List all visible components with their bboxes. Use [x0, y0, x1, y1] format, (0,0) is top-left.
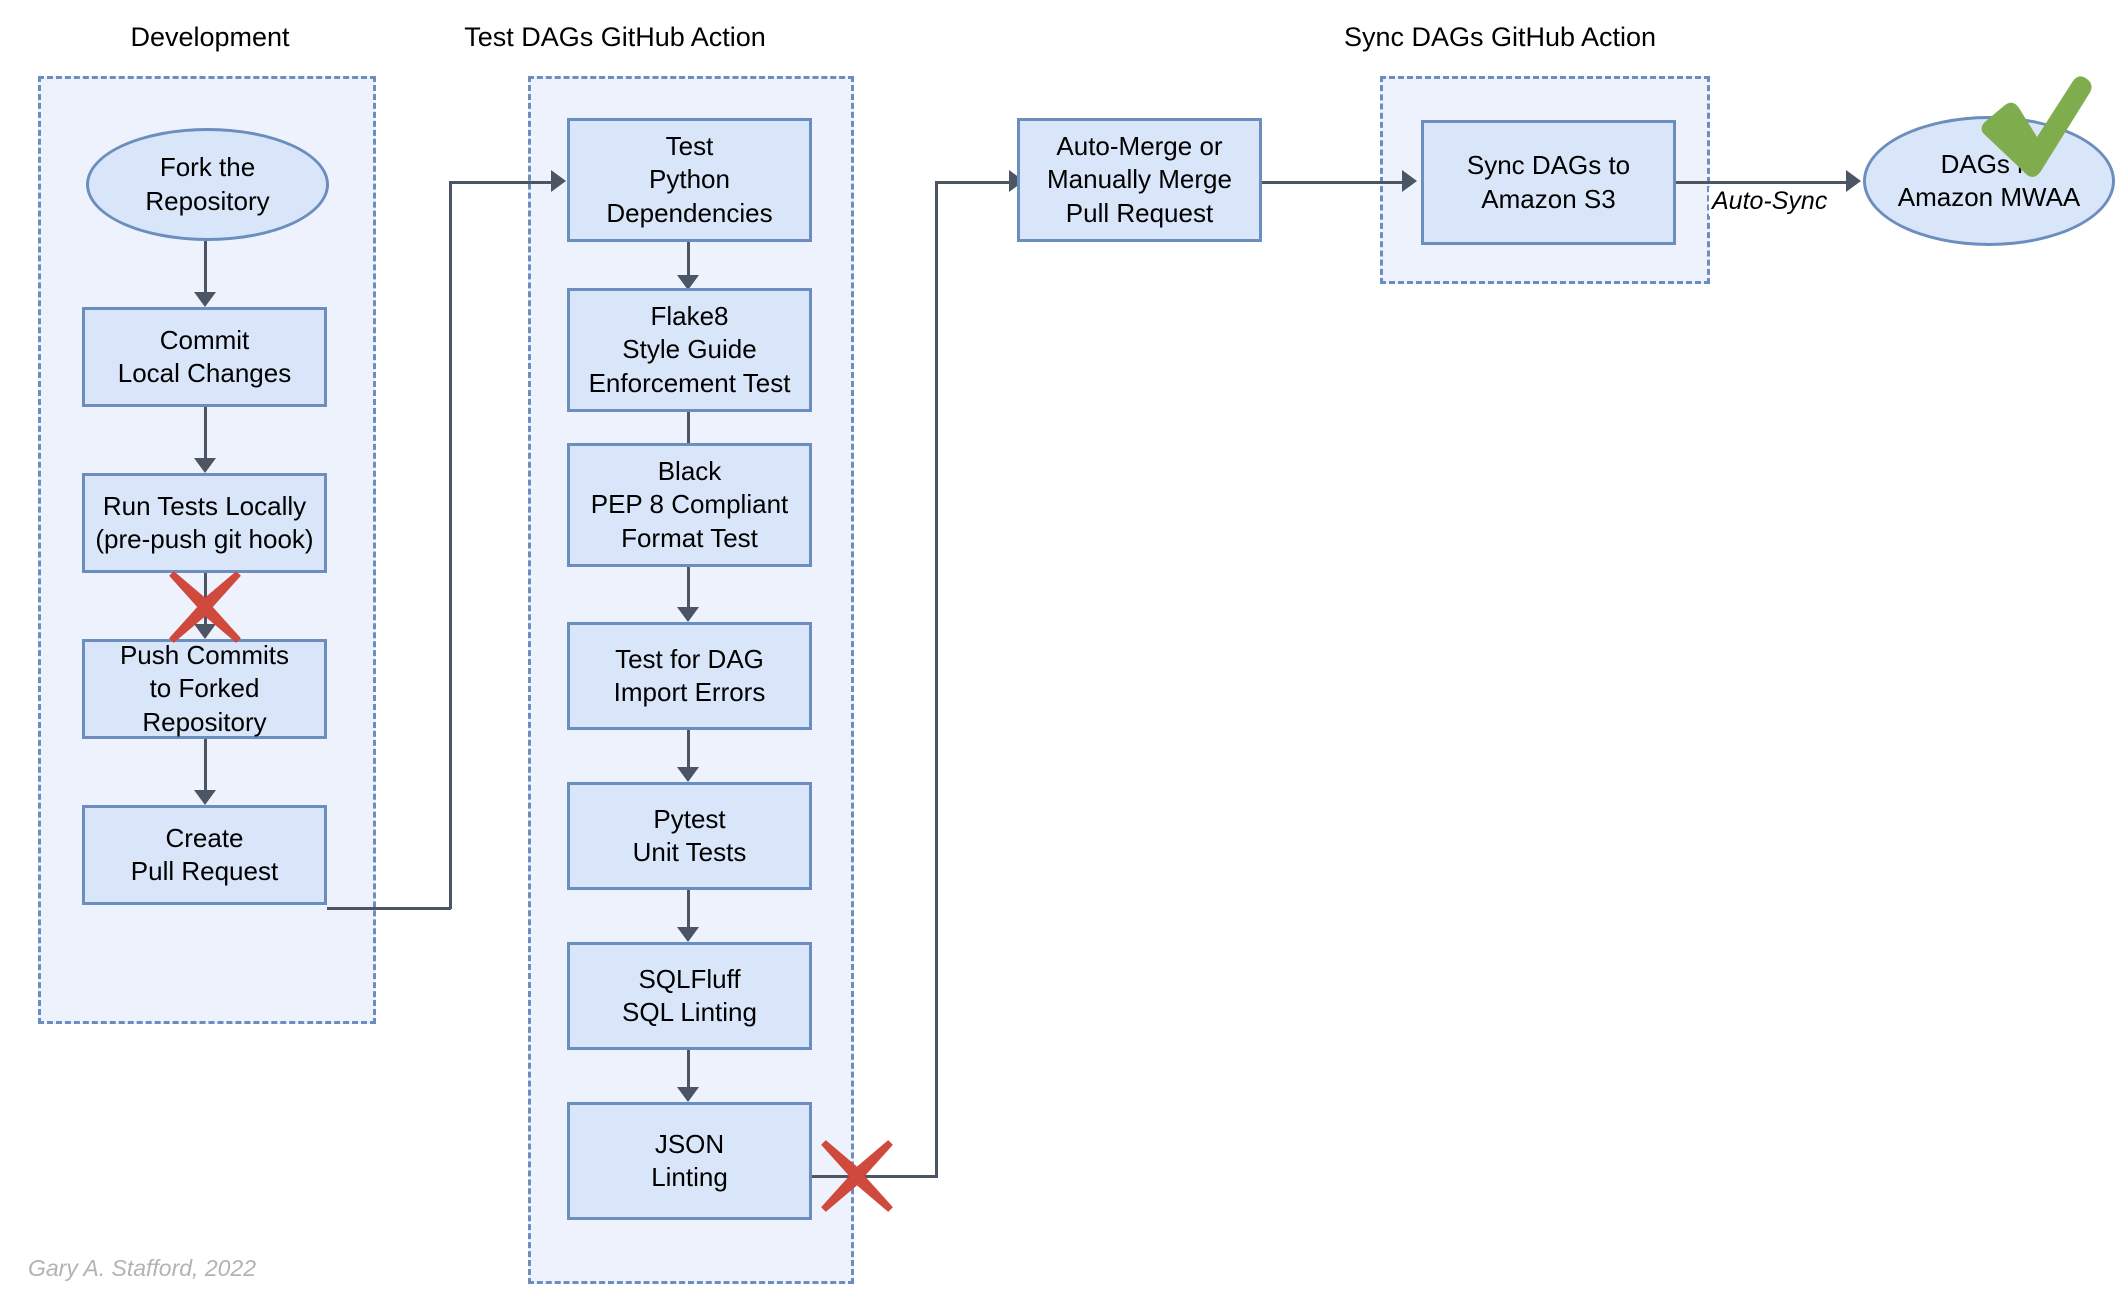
node-pytest-unit-tests[interactable]: Pytest Unit Tests: [567, 782, 812, 890]
arrow-push-to-createpr: [194, 790, 216, 805]
node-fork-repository-label: Fork the Repository: [145, 152, 270, 216]
check-mark-icon-mwaa: [1975, 75, 2093, 185]
edge-createpr-up-v: [449, 181, 452, 909]
node-test-dag-import-errors[interactable]: Test for DAG Import Errors: [567, 622, 812, 730]
node-test-python-dependencies[interactable]: Test Python Dependencies: [567, 118, 812, 242]
edge-json-into-merge-h: [935, 181, 1017, 184]
edge-createpr-out-h: [327, 907, 451, 910]
swimlane-title-test-dags: Test DAGs GitHub Action: [464, 22, 766, 52]
edge-sync-to-mwaa-h: [1676, 181, 1854, 184]
edge-push-to-createpr: [204, 739, 207, 801]
node-sqlfluff-sql-linting-label: SQLFluff SQL Linting: [622, 963, 757, 1027]
edge-label-auto-sync: Auto-Sync: [1709, 187, 1831, 216]
node-pytest-unit-tests-label: Pytest Unit Tests: [632, 803, 747, 867]
x-mark-icon-local-tests: [166, 568, 244, 646]
edge-flake8-to-black: [687, 412, 690, 454]
edge-json-up-v: [935, 181, 938, 1178]
credit-text: Gary A. Stafford, 2022: [28, 1255, 256, 1281]
arrow-commit-to-runtests: [194, 458, 216, 473]
node-run-tests-locally[interactable]: Run Tests Locally (pre-push git hook): [82, 473, 327, 573]
node-black-pep8[interactable]: Black PEP 8 Compliant Format Test: [567, 443, 812, 567]
arrow-fork-to-commit: [194, 292, 216, 307]
node-fork-repository[interactable]: Fork the Repository: [86, 128, 329, 241]
node-auto-merge-pull-request-label: Auto-Merge or Manually Merge Pull Reques…: [1047, 131, 1232, 228]
edge-black-to-dagimport: [687, 567, 690, 616]
edge-merge-to-sync-h: [1262, 181, 1410, 184]
node-push-commits[interactable]: Push Commits to Forked Repository: [82, 639, 327, 739]
arrow-sync-to-mwaa: [1846, 170, 1861, 192]
node-black-pep8-label: Black PEP 8 Compliant Format Test: [590, 456, 789, 553]
node-sync-dags-s3-label: Sync DAGs to Amazon S3: [1466, 150, 1631, 214]
edge-json-out-h: [812, 1175, 937, 1178]
edge-fork-to-commit: [204, 241, 207, 303]
node-commit-local-changes[interactable]: Commit Local Changes: [82, 307, 327, 407]
node-json-linting[interactable]: JSON Linting: [567, 1102, 812, 1220]
arrow-dagimport-to-pytest: [677, 767, 699, 782]
node-commit-local-changes-label: Commit Local Changes: [117, 324, 292, 388]
arrow-pytest-to-sqlfluff: [677, 927, 699, 942]
node-create-pull-request-label: Create Pull Request: [130, 822, 279, 886]
node-push-commits-label: Push Commits to Forked Repository: [119, 640, 290, 737]
arrow-deps-to-flake8: [677, 275, 699, 290]
x-mark-icon-json-linting: [818, 1137, 896, 1215]
node-flake8-style-guide-label: Flake8 Style Guide Enforcement Test: [588, 301, 791, 398]
edge-createpr-into-test-h: [449, 181, 559, 184]
edge-commit-to-runtests: [204, 407, 207, 469]
node-json-linting-label: JSON Linting: [651, 1128, 728, 1192]
edge-pytest-to-sqlfluff: [687, 890, 690, 936]
node-flake8-style-guide[interactable]: Flake8 Style Guide Enforcement Test: [567, 288, 812, 412]
edge-deps-to-flake8: [687, 242, 690, 284]
node-create-pull-request[interactable]: Create Pull Request: [82, 805, 327, 905]
arrow-black-to-dagimport: [677, 607, 699, 622]
arrow-createpr-to-test: [551, 170, 566, 192]
arrow-merge-to-sync: [1402, 170, 1417, 192]
arrow-runtests-to-push: [194, 624, 216, 639]
edge-dagimport-to-pytest: [687, 730, 690, 776]
node-run-tests-locally-label: Run Tests Locally (pre-push git hook): [95, 490, 314, 554]
node-sqlfluff-sql-linting[interactable]: SQLFluff SQL Linting: [567, 942, 812, 1050]
swimlane-title-sync-dags: Sync DAGs GitHub Action: [1343, 22, 1657, 52]
node-test-dag-import-errors-label: Test for DAG Import Errors: [613, 643, 766, 707]
edge-sqlfluff-to-json: [687, 1050, 690, 1096]
node-auto-merge-pull-request[interactable]: Auto-Merge or Manually Merge Pull Reques…: [1017, 118, 1262, 242]
arrow-sqlfluff-to-json: [677, 1087, 699, 1102]
swimlane-title-development: Development: [130, 22, 290, 52]
node-test-python-dependencies-label: Test Python Dependencies: [606, 131, 773, 228]
node-dags-in-mwaa-label: DAGs in Amazon MWAA: [1897, 148, 2081, 212]
node-sync-dags-s3[interactable]: Sync DAGs to Amazon S3: [1421, 120, 1676, 245]
